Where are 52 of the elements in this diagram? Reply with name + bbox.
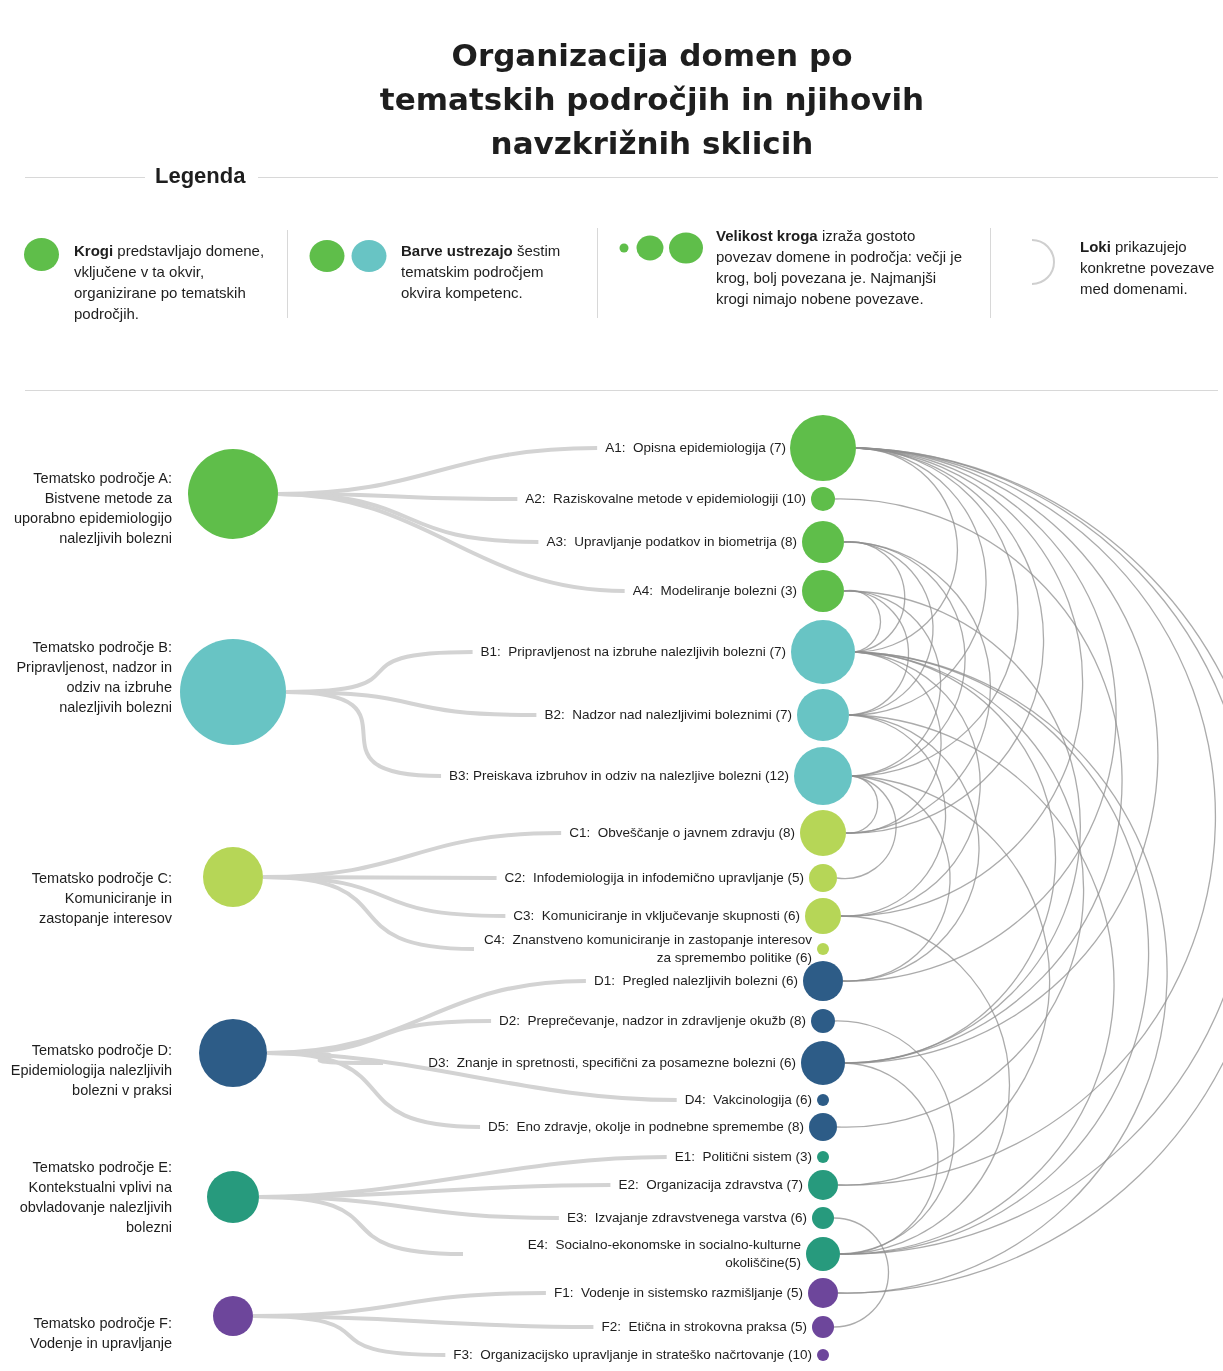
domain-label: E2: Organizacija zdravstva (7)	[618, 1176, 803, 1194]
title: Organizacija domen po tematskih področjih in njihovih navzkrižnih sklicih	[378, 36, 926, 163]
legend-text: Loki prikazujejo konkretne povezave med domenami.	[1080, 237, 1216, 299]
domain-label: C3: Komuniciranje in vključevanje skupnosti (6)	[513, 907, 800, 925]
domain-label: D2: Preprečevanje, nadzor in zdravljenje okužb (8)	[499, 1012, 806, 1030]
domain-label: D4: Vakcinologija (6)	[684, 1091, 812, 1109]
legend-text: Velikost kroga izraža gostoto povezav domene in področja: večji je krog, bolj povezana je. Najmanjši krogi nimajo nobene povezave.	[716, 226, 963, 309]
arc-line	[836, 775, 897, 880]
domain-label: F1: Vodenje in sistemsko razmišljanje (5)	[553, 1284, 803, 1302]
domain-label: C4: Znanstveno komuniciranje in zastopanje interesov za spremembo politike (6)	[483, 931, 812, 967]
arc-line	[837, 775, 1051, 1186]
arc-line	[842, 775, 951, 982]
legend-text: Krogi predstavljajo domene, vključene v ta okvir, organizirane po tematskih področjih.	[74, 241, 266, 324]
domain-label: D5: Eno zdravje, okolje in podnebne spremembe (8)	[488, 1118, 804, 1136]
arc-line	[836, 651, 1085, 1128]
arc-line	[843, 590, 1081, 1064]
domain-label: E3: Izvajanje zdravstvenega varstva (6)	[566, 1209, 807, 1227]
arc-line	[833, 1217, 890, 1328]
domain-label: C1: Obveščanje o javnem zdravju (8)	[569, 824, 795, 842]
domain-label: D3: Znanje in spretnosti, specifični za posamezne bolezni (6)	[427, 1054, 796, 1072]
domain-label: A3: Upravljanje podatkov in biometrija (8)	[546, 533, 797, 551]
theme-label: Tematsko področje E: Kontekstualni vplivi na obvladovanje nalezljivih bolezni	[18, 1158, 172, 1237]
branch-line	[277, 492, 625, 593]
legend-text: Barve ustrezajo šestim tematskim področjem okvira kompetenc.	[401, 241, 562, 303]
arc-line	[834, 498, 1123, 1064]
branch-line	[262, 875, 475, 951]
domain-label: D1: Pregled nalezljivih bolezni (6)	[593, 972, 798, 990]
branch-line	[266, 1051, 481, 1129]
domain-label: E1: Politični sistem (3)	[674, 1148, 812, 1166]
branch-line	[258, 1195, 464, 1256]
theme-label: Tematsko področje C: Komuniciranje in zastopanje interesov	[30, 869, 172, 928]
domain-label: F3: Organizacijsko upravljanje in strateško načrtovanje (10)	[453, 1346, 812, 1364]
domain-label: E4: Socialno-ekonomske in socialno-kulturne okoliščine(5)	[526, 1236, 801, 1272]
legend-heading: Legenda	[155, 163, 247, 189]
domain-label: A1: Opisna epidemiologija (7)	[605, 439, 786, 457]
branch-line	[252, 1314, 446, 1357]
theme-label: Tematsko področje A: Bistvene metode za uporabno epidemiologijo nalezljivih bolezni	[13, 469, 172, 548]
arc-line	[845, 775, 879, 834]
domain-label: B1: Pripravljenost na izbruhe nalezljivih bolezni (7)	[480, 643, 786, 661]
theme-label: Tematsko področje D: Epidemiologija nalezljivih bolezni v praksi	[10, 1041, 172, 1100]
domain-label: F2: Etična in strokovna praksa (5)	[601, 1318, 807, 1336]
domain-label: C2: Infodemiologija in infodemično upravljanje (5)	[504, 869, 804, 887]
arc-line	[834, 1020, 955, 1255]
theme-label: Tematsko področje B: Pripravljenost, nadzor in odziv na izbruhe nalezljivih bolezni	[15, 638, 172, 717]
domain-label: A4: Modeliranje bolezni (3)	[632, 582, 797, 600]
domain-label: B3: Preiskava izbruhov in odziv na nalezljive bolezni (12)	[449, 767, 789, 785]
arc-line	[843, 541, 991, 834]
domain-label: A2: Raziskovalne metode v epidemiologiji (10)	[525, 490, 806, 508]
theme-label: Tematsko področje F: Vodenje in upravljanje	[29, 1314, 172, 1353]
branch-line	[285, 690, 442, 778]
domain-label: B2: Nadzor nad nalezljivimi boleznimi (7)	[544, 706, 792, 724]
arc-line	[839, 915, 1010, 1255]
